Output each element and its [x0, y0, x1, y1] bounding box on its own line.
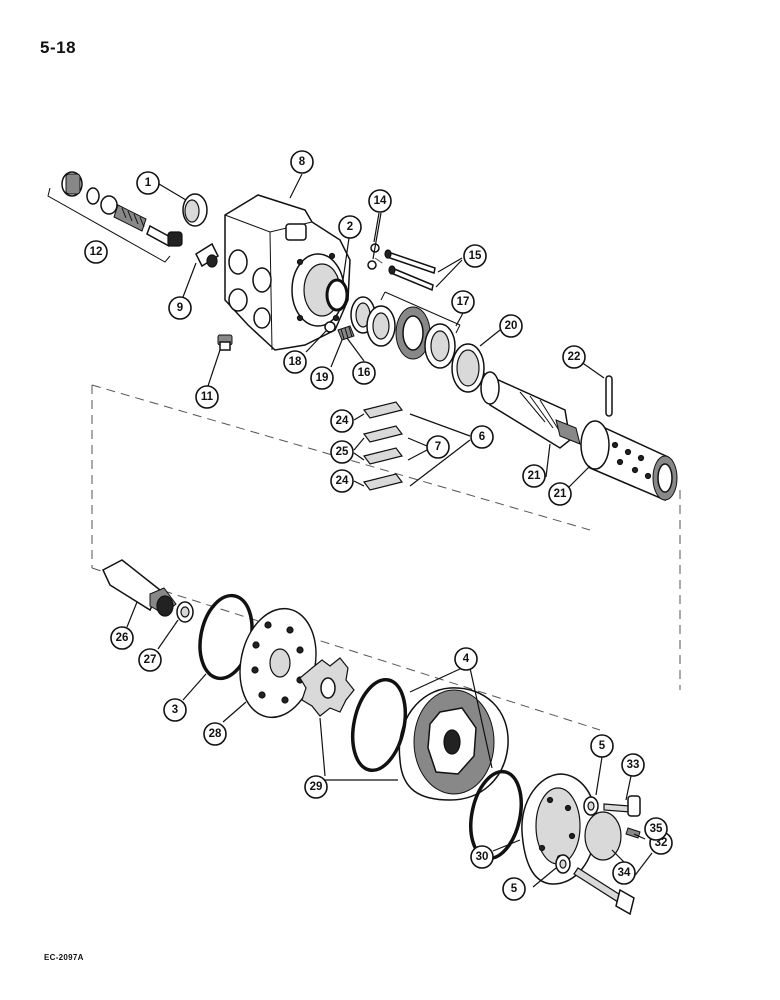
- svg-text:16: 16: [358, 367, 371, 379]
- callout-9: 9: [168, 296, 192, 320]
- part-32-cap-screw: [573, 867, 635, 916]
- svg-text:24: 24: [336, 415, 349, 427]
- figure-code: EC-2097A: [44, 953, 84, 962]
- svg-text:33: 33: [627, 759, 640, 771]
- callout-1: 1: [136, 171, 160, 195]
- svg-text:6: 6: [479, 431, 485, 443]
- part-5-washers: [555, 796, 599, 874]
- part-12-spool-assembly: [47, 171, 183, 263]
- leader-lines: [126, 173, 653, 888]
- part-2-o-ring: [325, 278, 349, 312]
- svg-text:19: 19: [316, 372, 329, 384]
- svg-text:20: 20: [505, 320, 518, 332]
- callout-14: 14: [368, 189, 392, 213]
- svg-text:8: 8: [299, 156, 306, 168]
- callout-19: 19: [310, 366, 334, 390]
- svg-text:22: 22: [568, 351, 581, 363]
- svg-text:1: 1: [145, 177, 152, 189]
- svg-text:12: 12: [90, 246, 103, 258]
- part-8-valve-housing: [224, 194, 351, 351]
- part-18-ball: [324, 321, 336, 333]
- callout-18: 18: [283, 350, 307, 374]
- part-27-spacer: [176, 601, 194, 623]
- svg-text:35: 35: [650, 823, 663, 835]
- callout-20: 20: [499, 314, 523, 338]
- callout-16: 16: [352, 361, 376, 385]
- svg-text:25: 25: [336, 446, 349, 458]
- callout-11: 11: [195, 385, 219, 409]
- callout-22: 22: [562, 345, 586, 369]
- callout-27: 27: [138, 648, 162, 672]
- callout-21-right: 21: [548, 482, 572, 506]
- page-number: 5-18: [40, 38, 77, 57]
- callout-6: 6: [470, 425, 494, 449]
- part-33-cap-screw: [603, 795, 641, 817]
- svg-text:2: 2: [347, 221, 353, 233]
- callout-2: 2: [338, 215, 362, 239]
- svg-text:21: 21: [554, 488, 567, 500]
- callout-12: 12: [84, 240, 108, 264]
- callout-5-top: 5: [590, 734, 614, 758]
- part-1-seal-ring: [182, 193, 208, 227]
- part-21-spool-sleeve: [480, 371, 678, 502]
- part-35-dowel: [625, 827, 641, 839]
- callout-5-bottom: 5: [502, 877, 526, 901]
- svg-text:4: 4: [463, 653, 470, 665]
- svg-text:34: 34: [618, 867, 631, 879]
- callout-24-top: 24: [330, 409, 354, 433]
- svg-text:26: 26: [116, 632, 129, 644]
- svg-text:5: 5: [511, 883, 518, 895]
- svg-text:29: 29: [310, 781, 323, 793]
- svg-text:30: 30: [476, 851, 489, 863]
- part-22-centering-pin: [605, 375, 613, 417]
- svg-text:15: 15: [469, 250, 482, 262]
- callout-34: 34: [612, 861, 636, 885]
- svg-text:3: 3: [172, 704, 178, 716]
- callout-33: 33: [621, 753, 645, 777]
- callout-4: 4: [454, 647, 478, 671]
- callout-28: 28: [203, 722, 227, 746]
- svg-text:28: 28: [209, 728, 222, 740]
- part-26-drive-shaft: [102, 559, 177, 617]
- svg-text:17: 17: [457, 296, 470, 308]
- callout-25: 25: [330, 440, 354, 464]
- svg-text:7: 7: [435, 441, 441, 453]
- callout-29: 29: [304, 775, 328, 799]
- part-9-plug: [195, 242, 219, 268]
- callout-21-left: 21: [522, 464, 546, 488]
- callout-30: 30: [470, 845, 494, 869]
- part-11-fitting: [217, 334, 233, 351]
- callout-35: 35: [644, 817, 668, 841]
- callout-24-bottom: 24: [330, 469, 354, 493]
- part-30-end-cap: [521, 773, 597, 885]
- svg-text:21: 21: [528, 470, 541, 482]
- svg-text:27: 27: [144, 654, 157, 666]
- parts-24-25-centering-springs: [362, 401, 404, 491]
- callout-3: 3: [163, 698, 187, 722]
- callout-26: 26: [110, 626, 134, 650]
- callout-bubbles: 1 2 3 4 5 5 6 7 8 9 11 12 14 15 16 17 18…: [84, 150, 673, 901]
- part-17-thrust-bearing: [350, 291, 461, 369]
- svg-text:11: 11: [201, 391, 214, 403]
- part-20-retaining-ring: [451, 343, 485, 393]
- callout-8: 8: [290, 150, 314, 174]
- svg-text:9: 9: [177, 302, 183, 314]
- svg-text:14: 14: [374, 195, 387, 207]
- callout-15: 15: [463, 244, 487, 268]
- callout-17: 17: [451, 290, 475, 314]
- part-19-spring: [337, 325, 355, 341]
- part-34-plug: [584, 811, 622, 861]
- callout-7: 7: [426, 435, 450, 459]
- part-15-pins: [384, 249, 436, 292]
- svg-text:5: 5: [599, 740, 606, 752]
- svg-text:18: 18: [289, 356, 302, 368]
- svg-text:24: 24: [336, 475, 349, 487]
